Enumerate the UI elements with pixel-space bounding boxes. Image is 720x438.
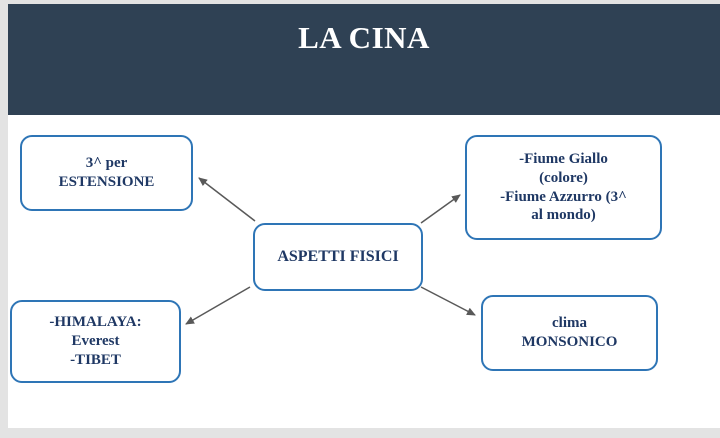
node-estensione: 3^ per ESTENSIONE [20,135,193,211]
node-fiumi: -Fiume Giallo (colore) -Fiume Azzurro (3… [465,135,662,240]
slide-header: LA CINA [8,4,720,115]
node-aspetti-fisici: ASPETTI FISICI [253,223,423,291]
node-clima-label: clima MONSONICO [521,315,618,350]
node-himalaya-label: -HIMALAYA: Everest -TIBET [49,314,142,368]
arrow-to-clima [420,286,476,316]
arrow-to-fiumi [420,194,461,224]
connector-arrows [185,177,476,325]
node-clima: clima MONSONICO [481,295,658,371]
node-himalaya: -HIMALAYA: Everest -TIBET [10,300,181,383]
arrow-to-himalaya [185,286,251,325]
slide-title: LA CINA [298,20,430,55]
node-aspetti-fisici-label: ASPETTI FISICI [277,248,399,265]
node-fiumi-label: -Fiume Giallo (colore) -Fiume Azzurro (3… [500,151,627,224]
slide: LA CINA 3^ per ESTENSIONE -Fiume Giallo … [8,4,720,428]
arrow-to-estensione [198,177,256,222]
node-estensione-label: 3^ per ESTENSIONE [58,155,155,190]
